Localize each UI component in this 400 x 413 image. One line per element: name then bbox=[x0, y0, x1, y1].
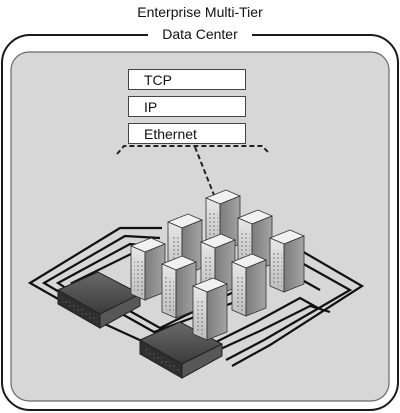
diagram-title: Enterprise Multi-Tier bbox=[137, 4, 263, 20]
server-cluster bbox=[129, 189, 306, 341]
server-tower bbox=[129, 237, 167, 301]
protocol-layer-ip: IP bbox=[128, 96, 246, 117]
network-switch bbox=[56, 271, 142, 329]
diagram-subtitle: Data Center bbox=[148, 25, 252, 43]
protocol-layer-ethernet: Ethernet bbox=[128, 123, 246, 144]
server-tower bbox=[230, 253, 268, 317]
stack-bracket bbox=[116, 145, 271, 196]
server-tower bbox=[160, 255, 198, 319]
network-switch bbox=[138, 321, 224, 379]
server-tower bbox=[268, 229, 306, 293]
server-tower bbox=[191, 277, 229, 341]
protocol-layer-tcp: TCP bbox=[128, 69, 246, 90]
